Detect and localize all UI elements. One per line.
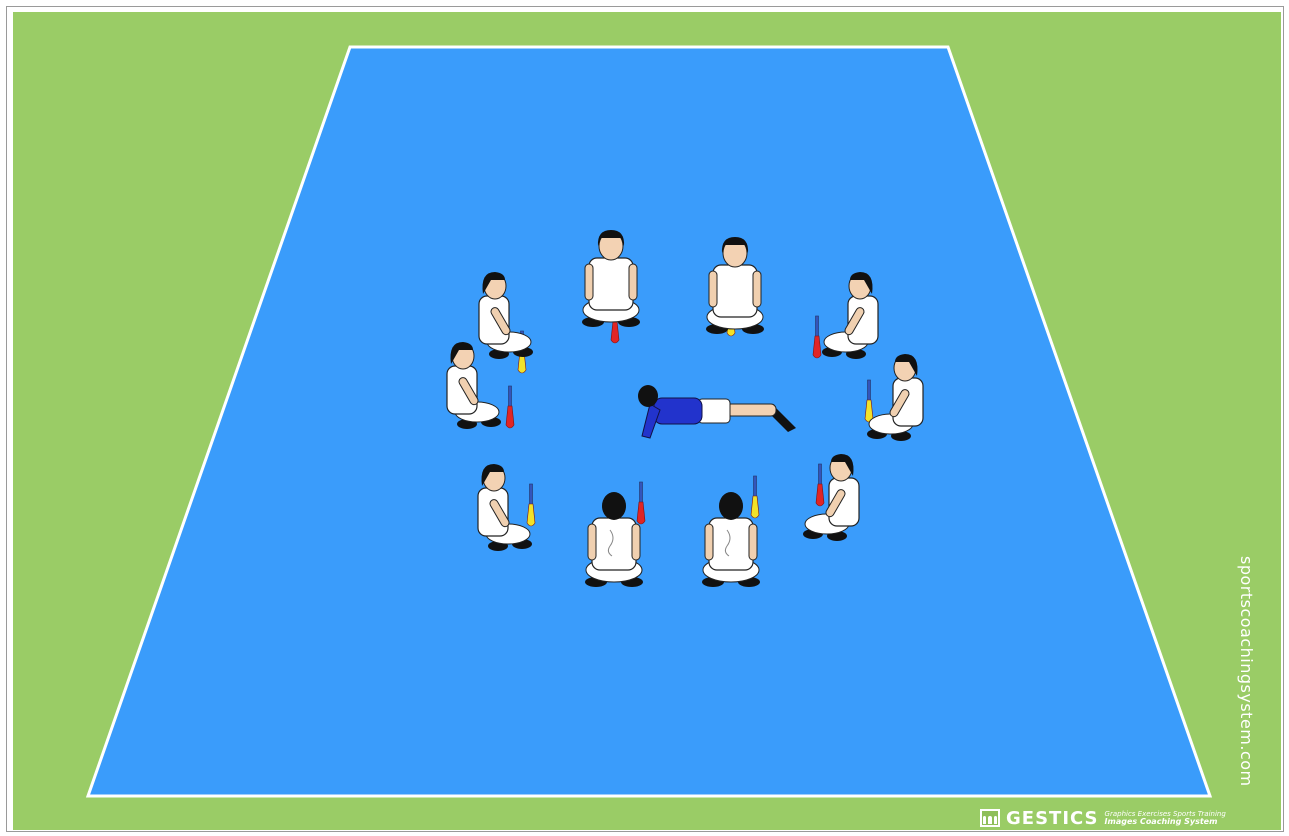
logo-icon — [980, 809, 1000, 827]
logo-name: GESTICS — [1006, 808, 1099, 829]
watermark-text: sportscoachingsystem.com — [1237, 556, 1256, 787]
logo-tagline-2: Images Coaching System — [1105, 818, 1226, 826]
gestics-logo: GESTICS Graphics Exercises Sports Traini… — [980, 806, 1226, 830]
logo-tagline: Graphics Exercises Sports Training Image… — [1105, 810, 1226, 826]
watermark: sportscoachingsystem.com — [1226, 556, 1286, 816]
